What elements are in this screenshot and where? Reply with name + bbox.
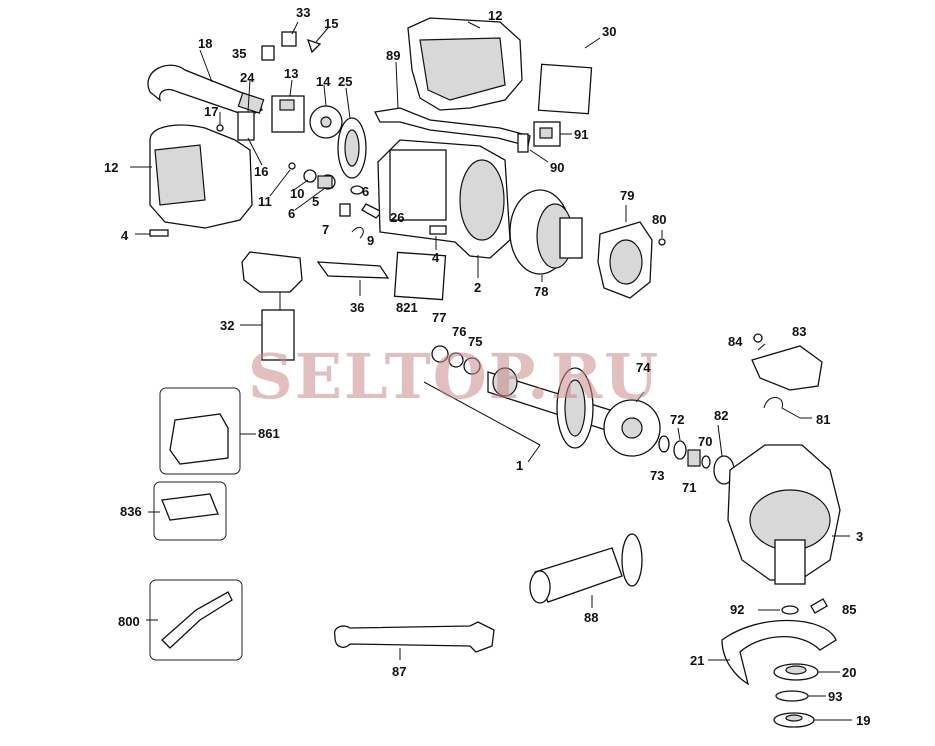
callout-4-center: 4 (432, 250, 440, 265)
watermark-text: SELTOP.RU (248, 340, 660, 413)
callout-88: 88 (584, 610, 598, 625)
callout-75: 75 (468, 334, 482, 349)
callout-33: 33 (296, 5, 310, 20)
callout-3: 3 (856, 529, 863, 544)
callout-4-left: 4 (121, 228, 129, 243)
spindle-lock-parts (758, 598, 828, 615)
callout-821: 821 (396, 300, 418, 315)
callout-800: 800 (118, 614, 140, 629)
fan-and-washers-parts (603, 391, 735, 485)
callout-32: 32 (220, 318, 234, 333)
fasteners-parts (269, 162, 384, 239)
callout-9: 9 (367, 233, 374, 248)
inset-tray-836 (148, 481, 227, 541)
callout-81: 81 (816, 412, 830, 427)
inset-tool-800 (146, 579, 243, 661)
callout-6-left: 6 (288, 206, 295, 221)
callout-14: 14 (316, 74, 331, 89)
callout-15: 15 (324, 16, 338, 31)
callout-2: 2 (474, 280, 481, 295)
callout-12-top: 12 (488, 8, 502, 23)
switch-module-parts (517, 121, 572, 163)
callout-labels: 33 15 12 30 18 35 89 13 24 14 25 17 91 1… (104, 5, 870, 728)
callout-36: 36 (350, 300, 364, 315)
callout-91: 91 (574, 127, 588, 142)
guard-and-flanges-parts (708, 619, 852, 728)
callout-6-right: 6 (362, 184, 369, 199)
callout-73: 73 (650, 468, 664, 483)
callout-7: 7 (322, 222, 329, 237)
callout-74: 74 (636, 360, 651, 375)
callout-1: 1 (516, 458, 523, 473)
callout-836: 836 (120, 504, 142, 519)
electronics-module-part (240, 251, 447, 361)
callout-70: 70 (698, 434, 712, 449)
callout-80: 80 (652, 212, 666, 227)
callout-21: 21 (690, 653, 704, 668)
callout-25: 25 (338, 74, 352, 89)
callout-93: 93 (828, 689, 842, 704)
stator-field-part (509, 189, 583, 282)
callout-861: 861 (258, 426, 280, 441)
callout-24: 24 (240, 70, 255, 85)
spanner-wrench-part (333, 621, 495, 660)
callout-35: 35 (232, 46, 246, 61)
callout-82: 82 (714, 408, 728, 423)
callout-72: 72 (670, 412, 684, 427)
callout-84: 84 (728, 334, 743, 349)
callout-78: 78 (534, 284, 548, 299)
callout-19: 19 (856, 713, 870, 728)
callout-18: 18 (198, 36, 212, 51)
callout-10: 10 (290, 186, 304, 201)
callout-71: 71 (682, 480, 696, 495)
callout-17: 17 (204, 104, 218, 119)
callout-92: 92 (730, 602, 744, 617)
inset-case-861 (159, 387, 256, 475)
callout-26: 26 (390, 210, 404, 225)
callout-77: 77 (432, 310, 446, 325)
callout-79: 79 (620, 188, 634, 203)
rear-housing-part (130, 124, 253, 237)
callout-90: 90 (550, 160, 564, 175)
callout-20: 20 (842, 665, 856, 680)
bearing-plate-part (597, 205, 666, 299)
callout-12-left: 12 (104, 160, 118, 175)
callout-30: 30 (602, 24, 616, 39)
callout-89: 89 (386, 48, 400, 63)
callout-83: 83 (792, 324, 806, 339)
callout-5: 5 (312, 194, 319, 209)
callout-16: 16 (254, 164, 268, 179)
side-handle-part (147, 49, 265, 117)
switch-small-parts (216, 21, 367, 179)
gear-cover-parts (751, 333, 823, 419)
callout-11: 11 (258, 194, 272, 209)
motor-housing-part (377, 139, 511, 278)
callout-85: 85 (842, 602, 856, 617)
callout-87: 87 (392, 664, 406, 679)
callout-13: 13 (284, 66, 298, 81)
top-housing-part (407, 17, 601, 115)
gear-head-part (727, 444, 850, 585)
auxiliary-handle-part (529, 533, 643, 608)
callout-76: 76 (452, 324, 466, 339)
